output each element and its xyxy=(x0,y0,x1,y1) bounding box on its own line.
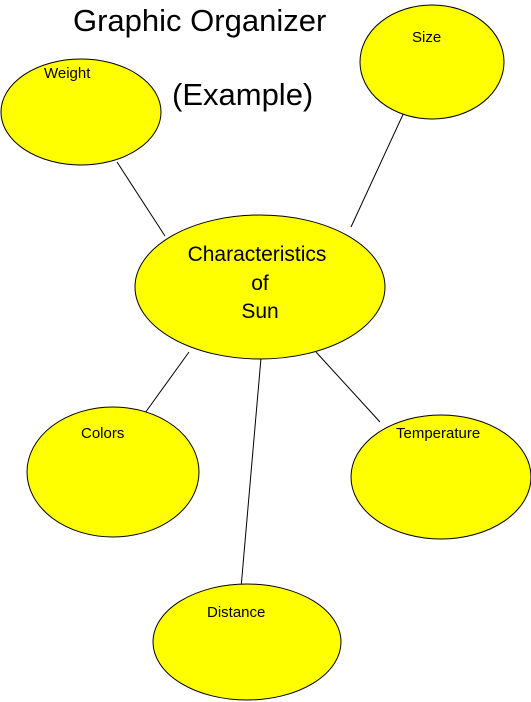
node-temperature-label: Temperature xyxy=(396,425,481,442)
node-temperature-ellipse xyxy=(350,414,531,540)
node-distance-ellipse xyxy=(152,583,342,701)
connector-colors xyxy=(144,351,190,414)
center-label-line-2: of xyxy=(251,272,269,295)
center-label-line-1: Characteristics xyxy=(187,243,327,266)
connector-size xyxy=(350,107,407,228)
node-size-label: Size xyxy=(412,29,442,46)
title-line-1: Graphic Organizer xyxy=(73,3,327,38)
node-size-ellipse xyxy=(359,4,505,120)
connector-distance xyxy=(240,357,262,589)
title-line-2: (Example) xyxy=(172,77,314,112)
node-distance-label: Distance xyxy=(207,604,266,621)
connector-temperature xyxy=(315,351,381,423)
center-ellipse xyxy=(134,214,386,360)
node-weight-ellipse xyxy=(0,58,162,166)
node-weight-label: Weight xyxy=(44,65,91,82)
node-colors-label: Colors xyxy=(81,425,125,442)
connector-weight xyxy=(116,161,166,237)
node-colors-ellipse xyxy=(26,406,200,538)
center-label-line-3: Sun xyxy=(241,300,279,323)
